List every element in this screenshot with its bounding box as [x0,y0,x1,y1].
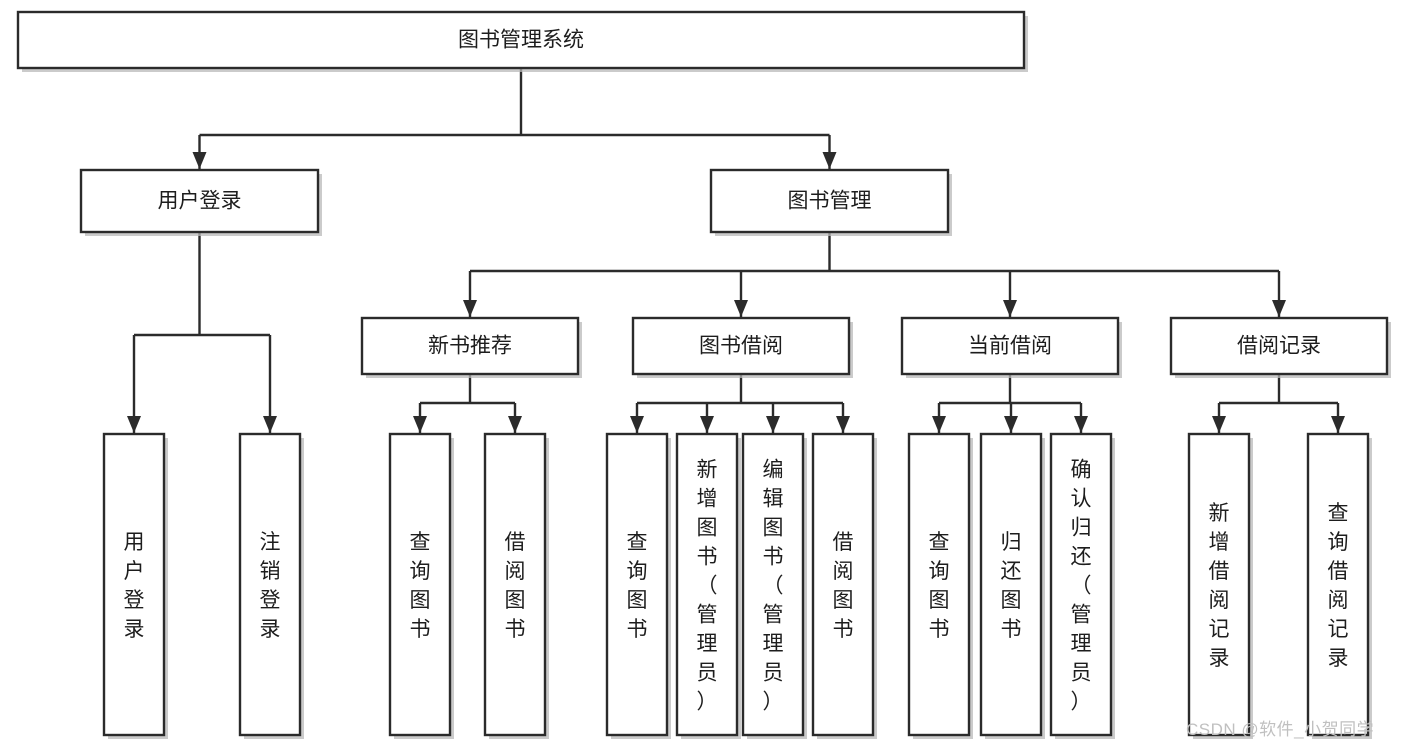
node-book-borrow[interactable]: 图书借阅 [631,316,853,378]
arrow-down-icon [192,152,207,169]
node-rect[interactable] [1169,316,1389,376]
node-rect[interactable] [1187,432,1251,737]
arrow-down-icon [263,416,277,433]
node-label: 归还图书 [1001,531,1022,641]
arrow-down-icon [1004,416,1018,433]
node-root[interactable]: 图书管理系统 [16,10,1028,72]
node-label: 当前借阅 [968,335,1052,358]
node-leaf-query-book-3[interactable]: 查询图书 [907,432,973,739]
node-leaf-confirm-return[interactable]: 确认归还（管理员） [1049,432,1115,739]
node-label: 查询图书 [627,531,648,641]
node-leaf-user-login[interactable]: 用户登录 [102,432,168,739]
node-new-book-recommend[interactable]: 新书推荐 [360,316,582,378]
node-leaf-query-book-1[interactable]: 查询图书 [388,432,454,739]
node-label: 借阅图书 [833,531,854,641]
arrow-down-icon [1331,416,1345,433]
arrow-down-icon [766,416,780,433]
node-label: 新增借阅记录 [1209,502,1230,670]
node-leaf-add-book[interactable]: 新增图书（管理员） [675,432,741,739]
node-rect[interactable] [238,432,302,737]
arrow-down-icon [127,416,141,433]
arrow-down-icon [700,416,714,433]
node-leaf-add-record[interactable]: 新增借阅记录 [1187,432,1253,739]
node-rect[interactable] [709,168,950,234]
arrow-down-icon [1074,416,1088,433]
arrow-down-icon [822,152,837,169]
node-label: 用户登录 [158,190,242,213]
node-rect[interactable] [907,432,971,737]
node-rect[interactable] [900,316,1120,376]
nodes-layer: 图书管理系统用户登录图书管理新书推荐图书借阅当前借阅借阅记录用户登录注销登录查询… [16,10,1391,739]
node-rect[interactable] [16,10,1026,70]
node-rect[interactable] [811,432,875,737]
node-label: 借阅记录 [1237,335,1321,358]
node-current-borrow[interactable]: 当前借阅 [900,316,1122,378]
node-leaf-borrow-book-2[interactable]: 借阅图书 [811,432,877,739]
node-rect[interactable] [631,316,851,376]
node-label: 图书借阅 [699,335,783,358]
connectors-layer [127,68,1345,433]
node-borrow-record[interactable]: 借阅记录 [1169,316,1391,378]
node-rect[interactable] [102,432,166,737]
node-rect[interactable] [741,432,805,737]
node-leaf-query-record[interactable]: 查询借阅记录 [1306,432,1372,739]
node-rect[interactable] [675,432,739,737]
node-label: 编辑图书（管理员） [763,459,784,714]
node-label: 查询图书 [410,531,431,641]
node-label: 确认归还（管理员） [1071,459,1092,714]
node-leaf-return-book[interactable]: 归还图书 [979,432,1045,739]
node-label: 查询图书 [929,531,950,641]
arrow-down-icon [413,416,427,433]
node-rect[interactable] [483,432,547,737]
arrow-down-icon [932,416,946,433]
node-label: 用户登录 [124,531,145,641]
node-leaf-query-book-2[interactable]: 查询图书 [605,432,671,739]
arrow-down-icon [836,416,850,433]
node-rect[interactable] [1306,432,1370,737]
node-label: 注销登录 [260,531,281,641]
node-label: 借阅图书 [505,531,526,641]
node-rect[interactable] [360,316,580,376]
node-label: 新书推荐 [428,335,512,358]
arrow-down-icon [1212,416,1226,433]
node-leaf-logout[interactable]: 注销登录 [238,432,304,739]
node-user-login[interactable]: 用户登录 [79,168,322,236]
node-rect[interactable] [388,432,452,737]
node-rect[interactable] [79,168,320,234]
node-rect[interactable] [605,432,669,737]
node-rect[interactable] [1049,432,1113,737]
node-label: 新增图书（管理员） [697,459,718,714]
arrow-down-icon [734,300,748,317]
arrow-down-icon [463,300,477,317]
arrow-down-icon [630,416,644,433]
node-book-manage[interactable]: 图书管理 [709,168,952,236]
arrow-down-icon [1003,300,1017,317]
arrow-down-icon [508,416,522,433]
node-rect[interactable] [979,432,1043,737]
node-label: 图书管理 [788,190,872,213]
node-label: 查询借阅记录 [1328,502,1349,670]
arrow-down-icon [1272,300,1286,317]
node-leaf-edit-book[interactable]: 编辑图书（管理员） [741,432,807,739]
node-leaf-borrow-book-1[interactable]: 借阅图书 [483,432,549,739]
node-label: 图书管理系统 [458,29,584,52]
